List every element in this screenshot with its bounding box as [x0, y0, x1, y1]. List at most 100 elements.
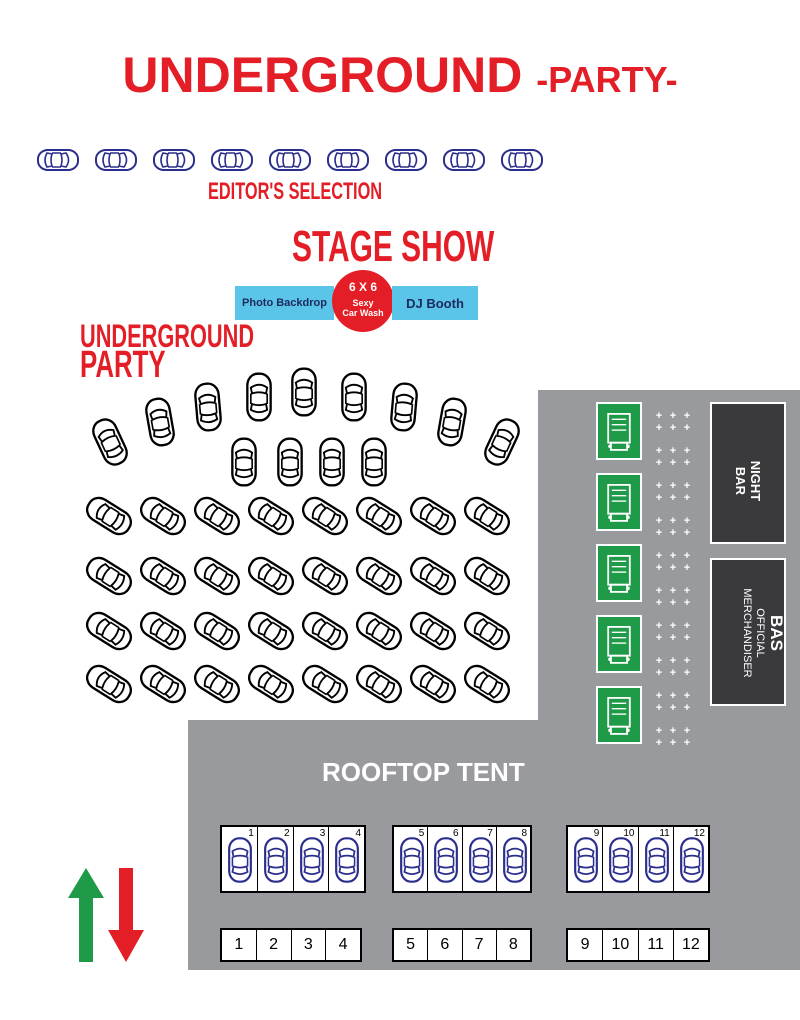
spot-number: 5: [418, 828, 425, 839]
photo-backdrop: Photo Backdrop: [235, 286, 334, 320]
car-icon: [134, 605, 193, 656]
night-bar: NIGHT BAR: [710, 402, 786, 544]
car-icon: [230, 435, 258, 489]
spot-number-box: 12: [681, 936, 700, 953]
car-icon: [242, 550, 301, 601]
parking-spot: 12: [674, 827, 708, 891]
car-icon: [227, 835, 253, 885]
car-icon: [80, 550, 139, 601]
party-cars-area: [0, 360, 540, 720]
editors-selection-cars: [36, 148, 556, 174]
spot-number-box: 1: [222, 930, 257, 960]
seat-icon: ++++++: [655, 445, 691, 469]
spot-number-box: 3: [292, 930, 327, 960]
car-icon: [340, 370, 368, 424]
car-icon: [350, 658, 409, 709]
car-icon: [434, 393, 471, 451]
car-icon: [458, 490, 517, 541]
car-icon: [188, 490, 247, 541]
arrow-up-icon: [68, 868, 104, 962]
parking-spot: 2: [258, 827, 294, 891]
car-icon: [404, 658, 463, 709]
car-icon: [290, 365, 318, 419]
car-icon: [350, 490, 409, 541]
parking-spot: 7: [463, 827, 497, 891]
car-icon: [350, 550, 409, 601]
seat-icon: ++++++: [655, 410, 691, 434]
parking-spot: 11: [639, 827, 674, 891]
parking-spot: 4: [329, 827, 364, 891]
seat-icon: ++++++: [655, 655, 691, 679]
title-sub: -PARTY-: [536, 59, 678, 100]
party-label-line1: UNDERGROUND: [80, 318, 255, 354]
spot-number-box: 11: [639, 930, 674, 960]
bas-label: BAS: [767, 615, 786, 651]
car-icon: [440, 148, 488, 172]
car-icon: [242, 605, 301, 656]
stage-show-label: STAGE SHOW: [292, 222, 495, 271]
car-icon: [296, 490, 355, 541]
car-icon: [399, 835, 425, 885]
car-icon: [318, 435, 346, 489]
car-icon: [266, 148, 314, 172]
car-icon: [478, 412, 526, 473]
seat-icon: ++++++: [655, 725, 691, 749]
food-truck-area: ++++++++++++++++++++++++++++++++++++++++…: [594, 402, 709, 752]
car-icon: [134, 550, 193, 601]
car-icon: [188, 658, 247, 709]
spot-number: 8: [521, 828, 527, 839]
spot-number: 6: [452, 828, 459, 839]
spot-number-box: 4: [338, 936, 348, 953]
car-icon: [296, 605, 355, 656]
car-icon: [388, 379, 421, 435]
seat-icon: ++++++: [655, 585, 691, 609]
car-icon: [679, 835, 705, 885]
car-icon: [188, 605, 247, 656]
car-icon: [86, 412, 134, 473]
editors-selection-label: EDITOR'S SELECTION: [208, 178, 383, 205]
spot-number: 4: [355, 828, 361, 839]
spot-number: 1: [248, 828, 254, 839]
car-icon: [245, 370, 273, 424]
car-icon: [299, 835, 325, 885]
spot-number-box: 2: [257, 930, 292, 960]
car-icon: [404, 605, 463, 656]
spot-number-box: 7: [463, 930, 497, 960]
food-truck-icon: [596, 402, 642, 460]
car-icon: [142, 393, 179, 451]
parking-spot: 1: [222, 827, 258, 891]
food-truck-icon: [596, 686, 642, 744]
merch-line1: OFFICIAL: [754, 608, 766, 658]
spot-number-box: 9: [568, 930, 604, 960]
parking-spot: 3: [294, 827, 330, 891]
car-icon: [644, 835, 670, 885]
spot-number-box: 10: [603, 930, 639, 960]
spot-number: 7: [487, 828, 493, 839]
car-icon: [608, 835, 634, 885]
merch-line2: MERCHANDISER: [741, 588, 753, 678]
car-icon: [350, 605, 409, 656]
parking-spot: 5: [394, 827, 429, 891]
car-icon: [458, 605, 517, 656]
car-icon: [150, 148, 198, 172]
spot-number-box: 6: [428, 930, 463, 960]
car-wash-circle: 6 X 6 Sexy Car Wash: [332, 270, 394, 332]
car-icon: [498, 148, 546, 172]
car-icon: [188, 550, 247, 601]
spot-number-box: 5: [394, 930, 429, 960]
car-icon: [92, 148, 140, 172]
car-wash-line2: Car Wash: [342, 308, 384, 318]
seat-icon: ++++++: [655, 480, 691, 504]
car-icon: [134, 658, 193, 709]
food-truck-icon: [596, 473, 642, 531]
car-icon: [573, 835, 599, 885]
spot-number: 2: [283, 828, 290, 839]
parking-bay-2: 5 6 7 8: [392, 825, 532, 893]
car-wash-line1: Sexy: [352, 298, 374, 308]
car-icon: [468, 835, 494, 885]
car-icon: [242, 658, 301, 709]
car-icon: [80, 605, 139, 656]
